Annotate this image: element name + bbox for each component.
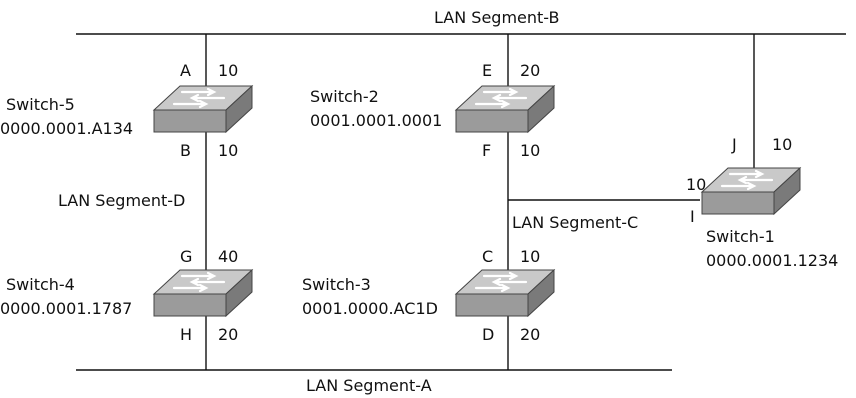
port-d-cost: 20 bbox=[520, 325, 540, 344]
switch-1-name: Switch-1 bbox=[706, 227, 775, 246]
segment-a-label: LAN Segment-A bbox=[306, 376, 432, 395]
port-g-label: G bbox=[180, 247, 192, 266]
port-f-cost: 10 bbox=[520, 141, 540, 160]
switch-5-mac: 0000.0001.A134 bbox=[0, 119, 133, 138]
switch-3-name: Switch-3 bbox=[302, 275, 371, 294]
segment-d-label: LAN Segment-D bbox=[58, 191, 185, 210]
switch-5-name: Switch-5 bbox=[6, 95, 75, 114]
segment-c-label: LAN Segment-C bbox=[512, 213, 638, 232]
port-a-cost: 10 bbox=[218, 61, 238, 80]
segment-b-label: LAN Segment-B bbox=[434, 8, 559, 27]
port-c-cost: 10 bbox=[520, 247, 540, 266]
port-i-cost: 10 bbox=[686, 175, 706, 194]
port-b-cost: 10 bbox=[218, 141, 238, 160]
switch-1-icon[interactable] bbox=[700, 166, 802, 216]
port-i-label: I bbox=[690, 207, 695, 226]
port-a-label: A bbox=[180, 61, 191, 80]
switch-2-icon[interactable] bbox=[454, 84, 556, 134]
port-c-label: C bbox=[482, 247, 493, 266]
switch-4-icon[interactable] bbox=[152, 268, 254, 318]
switch-3-icon[interactable] bbox=[454, 268, 556, 318]
port-j-label: J bbox=[731, 135, 737, 154]
port-f-label: F bbox=[482, 141, 491, 160]
switch-5-icon[interactable] bbox=[152, 84, 254, 134]
port-b-label: B bbox=[180, 141, 191, 160]
switch-2-mac: 0001.0001.0001 bbox=[310, 111, 442, 130]
port-h-cost: 20 bbox=[218, 325, 238, 344]
switch-2-name: Switch-2 bbox=[310, 87, 379, 106]
port-h-label: H bbox=[180, 325, 192, 344]
port-j-cost: 10 bbox=[772, 135, 792, 154]
switch-1-mac: 0000.0001.1234 bbox=[706, 251, 838, 270]
port-g-cost: 40 bbox=[218, 247, 238, 266]
switch-3-mac: 0001.0000.AC1D bbox=[302, 299, 438, 318]
port-d-label: D bbox=[482, 325, 494, 344]
port-e-label: E bbox=[482, 61, 492, 80]
switch-4-mac: 0000.0001.1787 bbox=[0, 299, 132, 318]
port-e-cost: 20 bbox=[520, 61, 540, 80]
switch-4-name: Switch-4 bbox=[6, 275, 75, 294]
